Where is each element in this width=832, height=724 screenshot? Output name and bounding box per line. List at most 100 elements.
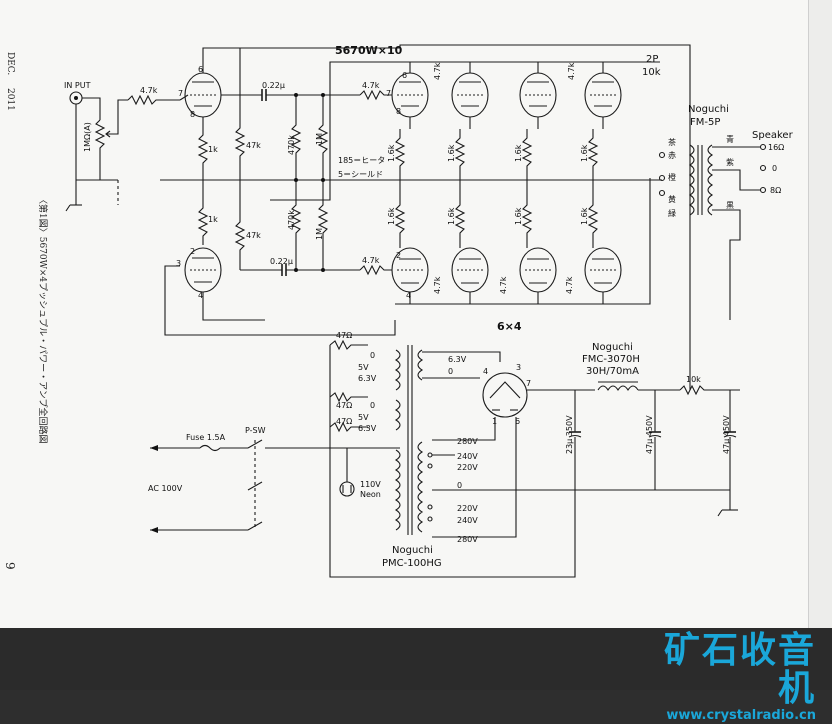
speaker-label: Speaker [752, 130, 794, 141]
v0-2: 0 [370, 401, 375, 410]
neon-lamp [339, 481, 355, 497]
pin-6a: 6 [198, 65, 203, 74]
grid-stopper-a-label: 4.7k [362, 81, 380, 90]
output-tubes-top [391, 62, 622, 129]
cap3-label: 47μ 450V [722, 415, 731, 454]
switch-2 [247, 481, 263, 491]
cap-a-label: 0.22μ [262, 81, 285, 90]
rect-p6-wire [432, 417, 517, 538]
pot-arrow [105, 130, 111, 138]
pt-brand: Noguchi [392, 545, 433, 556]
ac-label: AC 100V [148, 484, 183, 493]
grid-lead-a [179, 94, 189, 101]
pt-model: PMC-100HG [382, 558, 442, 569]
volume-label: 1MΩ(A) [83, 122, 92, 152]
r47k-b-label: 47k [246, 231, 261, 240]
logo-name: 矿石收音机 [663, 630, 816, 709]
r16-6: 1.6k [447, 207, 456, 225]
pin-7r: 7 [526, 379, 531, 388]
power-transformer [394, 345, 424, 535]
input-resistor [127, 94, 180, 106]
col-midori: 緑 [668, 208, 676, 218]
input-hot-wire [82, 97, 101, 120]
input-resistor-label: 4.7k [140, 86, 158, 95]
cathode-1-6k-resistors [394, 129, 599, 248]
pin-8a: 8 [190, 110, 195, 119]
side-year: 2011 [5, 88, 15, 111]
heater-resistors [329, 339, 368, 433]
col-murasaki: 紫 [726, 158, 734, 167]
r16-7: 1.6k [514, 207, 523, 225]
input-label: IN PUT [64, 81, 91, 90]
v0-1: 0 [370, 351, 375, 360]
heater-note-2: 5＝シールド [338, 170, 383, 179]
t220a: 220V [457, 463, 478, 472]
pin-6r: 6 [515, 417, 520, 426]
out-2p-label: 2P [646, 54, 658, 65]
cap1-label: 23μ 350V [565, 415, 574, 454]
cap2-label: 47μ 450V [645, 415, 654, 454]
schematic-diagram: DEC. 2011 〈第1図〉5670W×4プッシュプル・パワー・アンプ全回路図… [3, 44, 794, 578]
bottom-plate-bus [395, 178, 651, 305]
t0: 0 [457, 481, 462, 490]
t280a: 280V [457, 437, 478, 446]
fuse-label: Fuse 1.5A [186, 433, 226, 442]
r47ohm-1: 47Ω [336, 331, 352, 340]
v63-1: 6.3V [358, 374, 377, 383]
rect-heater-wire [422, 351, 501, 362]
r1m-b-label: 1M [315, 228, 324, 240]
page-edge-strip [808, 0, 832, 628]
psu-ground-hatch [717, 509, 723, 517]
choke-brand: Noguchi [592, 342, 633, 353]
v5-1: 5V [358, 363, 369, 372]
r1k-a-label: 1k [208, 145, 218, 154]
side-page-number: 9 [3, 562, 17, 570]
grid-leak-470k [290, 95, 302, 270]
r16-8: 1.6k [580, 207, 589, 225]
choke-model: FMC-3070H [582, 354, 640, 365]
pin-7a: 7 [178, 89, 183, 98]
grid-stopper-b [359, 264, 395, 276]
r47ohm-2: 47Ω [336, 401, 352, 410]
site-logo: 矿石收音机 www.crystalradio.cn [636, 632, 816, 724]
r47-top-1: 4.7k [433, 62, 442, 80]
feedback-wire [164, 265, 396, 336]
t280b: 280V [457, 535, 478, 544]
plate-load-resistors [234, 48, 246, 270]
grid-bias-wire [270, 61, 400, 201]
r16-3: 1.6k [514, 144, 523, 162]
chassis-loop [329, 345, 576, 578]
r47ohm-3: 47Ω [336, 417, 352, 426]
output-tubes-bottom [391, 247, 622, 304]
r47-bot-1: 4.7k [433, 276, 442, 294]
tube-count-label: 6×4 [497, 320, 522, 333]
pin-4: 4 [198, 291, 203, 300]
out-model: FM-5P [690, 117, 720, 128]
switch-1 [247, 439, 263, 449]
sp16-label: 16Ω [768, 143, 784, 152]
v63-top: 6.3V [448, 355, 467, 364]
r470k-b-label: 470k [287, 210, 296, 230]
r10k-label: 10k [686, 375, 701, 384]
ac-arrow-hot [150, 445, 158, 451]
out-10k-label: 10k [642, 67, 661, 78]
col-ki: 黄 [668, 194, 676, 204]
sp8-wire [712, 169, 760, 191]
driver-bot-cathode-wire [202, 292, 265, 321]
r16-1: 1.6k [387, 144, 396, 162]
col-chat: 茶 [668, 137, 676, 147]
sp16-terminal [759, 143, 767, 151]
r47-top-2: 4.7k [567, 62, 576, 80]
b-plus-rail [202, 44, 691, 330]
sp8-label: 8Ω [770, 186, 781, 195]
r16-4: 1.6k [580, 144, 589, 162]
pin-4r: 4 [483, 367, 488, 376]
side-caption: 〈第1図〉5670W×4プッシュプル・パワー・アンプ全回路図 [37, 195, 49, 444]
side-month: DEC. [5, 52, 15, 75]
sp8-terminal [759, 186, 767, 194]
fuse-symbol [199, 444, 221, 452]
choke-coil [597, 385, 639, 392]
pin-3r: 3 [516, 363, 521, 372]
v5-2: 5V [358, 413, 369, 422]
col-aka: 赤 [668, 151, 676, 160]
